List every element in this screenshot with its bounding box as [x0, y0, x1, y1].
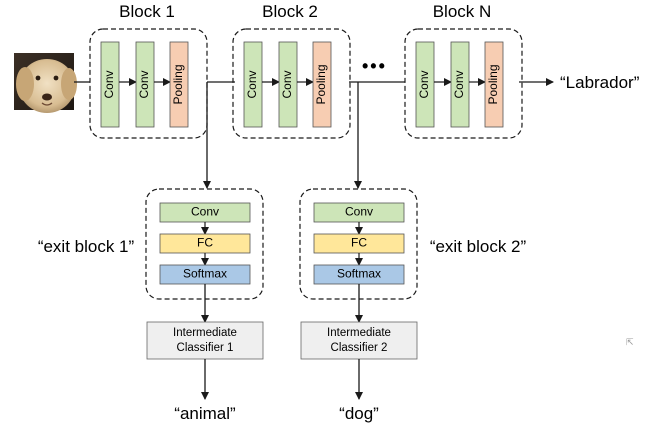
main-block-n: Block N Conv Conv Pooling	[404, 2, 523, 139]
exit-fc-label: FC	[197, 236, 213, 250]
pooling-layer-label: Pooling	[314, 64, 328, 104]
conv-layer-label: Conv	[245, 70, 259, 98]
pooling-layer-label: Pooling	[171, 64, 185, 104]
exit-output-label: “dog”	[339, 404, 379, 423]
exit-conv-label: Conv	[345, 205, 373, 219]
main-block-1: Block 1 Conv Conv Pooling	[89, 2, 208, 139]
pooling-layer	[169, 41, 189, 128]
classifier-line-2: Classifier 2	[331, 342, 388, 354]
classifier-line-1: Intermediate	[327, 327, 391, 339]
conv-layer	[415, 41, 435, 128]
exit-conv-label: Conv	[191, 205, 219, 219]
conv-layer	[100, 41, 120, 128]
exit-block-2: Conv FC Softmax Intermediate Classifier …	[299, 188, 418, 423]
exit-softmax-label: Softmax	[183, 267, 227, 281]
pooling-layer	[312, 41, 332, 128]
block-title: Block 1	[119, 2, 175, 21]
conv-layer-label: Conv	[137, 70, 151, 98]
conv-layer-label: Conv	[452, 70, 466, 98]
classifier-line-2: Classifier 1	[177, 342, 234, 354]
final-output-label: “Labrador”	[560, 73, 640, 92]
conv-layer-label: Conv	[417, 70, 431, 98]
classifier-line-1: Intermediate	[173, 327, 237, 339]
exit-block-boundary	[299, 188, 418, 300]
pooling-layer	[484, 41, 504, 128]
block-boundary	[404, 28, 523, 139]
conv-layer-label: Conv	[102, 70, 116, 98]
conv-layer-label: Conv	[280, 70, 294, 98]
exit-fc-label: FC	[351, 236, 367, 250]
block-boundary	[232, 28, 351, 139]
cursor-icon: ⇱	[626, 337, 634, 347]
conv-layer	[278, 41, 298, 128]
conv-layer	[135, 41, 155, 128]
pooling-layer-label: Pooling	[486, 64, 500, 104]
exit-block-boundary	[145, 188, 264, 300]
ellipsis: •••	[362, 56, 387, 76]
main-block-2: Block 2 Conv Conv Pooling	[232, 2, 351, 139]
exit-block-1-label: “exit block 1”	[38, 237, 135, 256]
dog-photo-icon	[14, 53, 77, 113]
exit-block-1: Conv FC Softmax Intermediate Classifier …	[145, 188, 264, 423]
conv-layer	[450, 41, 470, 128]
intermediate-classifier-2	[300, 321, 418, 360]
exit-softmax-label: Softmax	[337, 267, 381, 281]
conv-layer	[243, 41, 263, 128]
intermediate-classifier-1	[146, 321, 264, 360]
exit-block-2-label: “exit block 2”	[430, 237, 527, 256]
block-title: Block 2	[262, 2, 318, 21]
block-boundary	[89, 28, 208, 139]
exit-output-label: “animal”	[174, 404, 236, 423]
block-title: Block N	[433, 2, 492, 21]
